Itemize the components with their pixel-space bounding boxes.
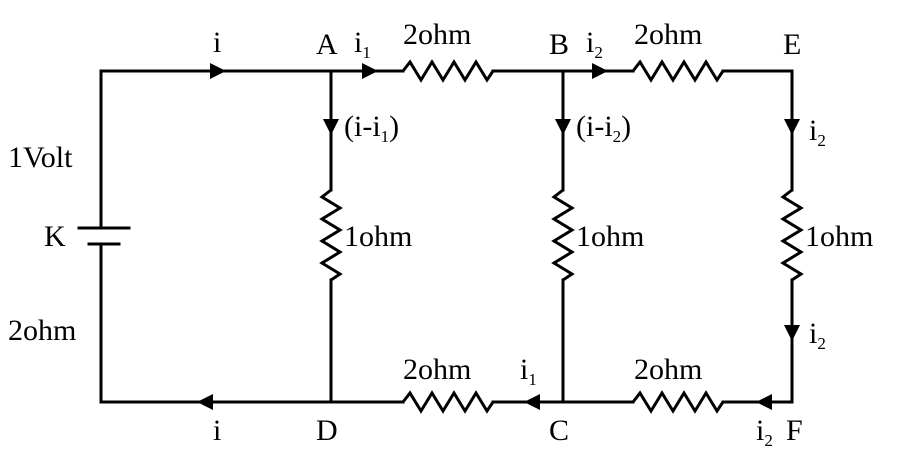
node-label-e: E (783, 28, 801, 61)
resistor-labels: 2ohm 2ohm 2ohm 2ohm 1ohm 1ohm 1ohm (344, 18, 873, 386)
resistors (319, 59, 804, 414)
resistor-label-ef: 1ohm (805, 220, 873, 253)
arrow-right-icon (362, 63, 378, 79)
current-label-main-top: i (213, 26, 221, 59)
current-label-ad: (i-i1) (344, 110, 399, 146)
current-label-main-bottom: i (213, 414, 221, 447)
arrow-down-icon (784, 119, 800, 135)
node-label-a: A (316, 28, 338, 61)
node-label-d: D (316, 414, 338, 447)
resistor-label-ad: 1ohm (344, 220, 412, 253)
arrow-left-icon (197, 394, 213, 410)
current-label-bc: (i-i2) (576, 110, 631, 146)
arrow-left-icon (524, 394, 540, 410)
arrow-down-icon (555, 119, 571, 135)
arrow-down-icon (784, 325, 800, 341)
node-label-f: F (786, 414, 803, 447)
current-label-ef-bottom: i2 (809, 317, 826, 353)
current-label-ab: i1 (354, 26, 371, 62)
battery-resistance-label: 2ohm (8, 314, 76, 347)
node-label-b: B (549, 28, 569, 61)
node-label-c: C (549, 414, 569, 447)
current-label-ef-top: i2 (809, 114, 826, 150)
resistor-dc (401, 390, 495, 414)
resistor-label-bc: 1ohm (576, 220, 644, 253)
arrow-left-icon (756, 394, 772, 410)
resistor-bc (551, 188, 575, 282)
resistor-label-cf: 2ohm (634, 353, 702, 386)
current-label-cd: i1 (520, 353, 537, 389)
node-label-k: K (44, 220, 66, 253)
arrow-right-icon (210, 63, 226, 79)
battery-emf-label: 1Volt (8, 141, 73, 174)
current-label-be: i2 (586, 26, 603, 62)
resistor-label-be: 2ohm (634, 18, 702, 51)
resistor-label-ab: 2ohm (403, 18, 471, 51)
battery-labels: 1Volt 2ohm (8, 141, 76, 347)
battery-cell (77, 226, 131, 246)
arrow-right-icon (592, 63, 608, 79)
resistor-ef (780, 188, 804, 282)
node-labels: A B E D C F K (44, 28, 803, 447)
resistor-ad (319, 188, 343, 282)
resistor-cf (631, 390, 725, 414)
current-arrows (197, 63, 800, 410)
current-label-fc: i2 (756, 414, 773, 450)
resistor-be (631, 59, 725, 83)
arrow-down-icon (323, 119, 339, 135)
current-labels: i i i1 i2 (i-i1) (i-i2) i2 i2 i1 i2 (213, 26, 826, 450)
resistor-label-dc: 2ohm (403, 353, 471, 386)
resistor-ab (401, 59, 495, 83)
